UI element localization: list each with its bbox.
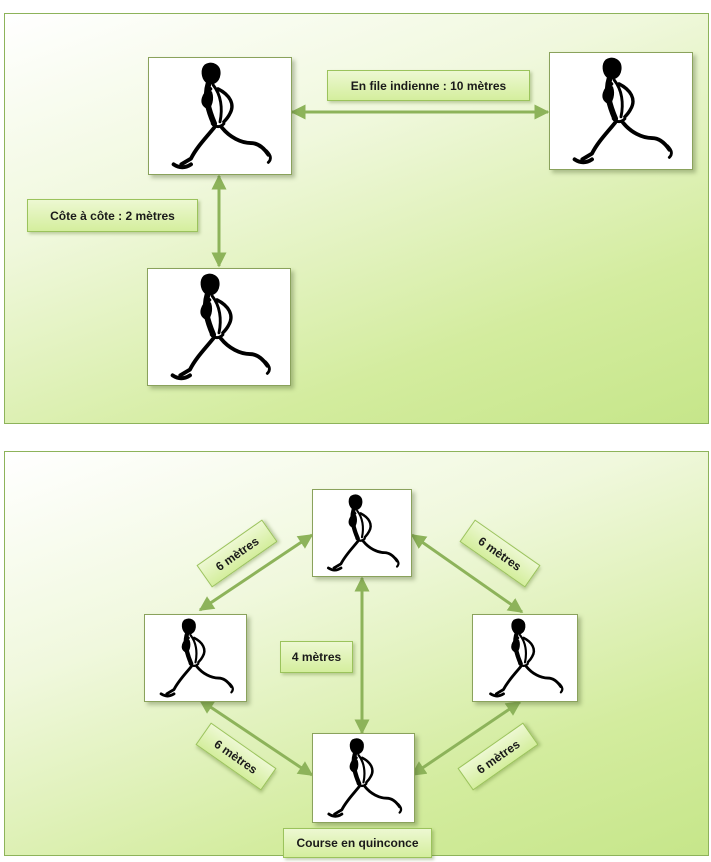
runner-card-left [144, 614, 247, 702]
runner-icon [313, 734, 414, 822]
runner-card-bottom-left [147, 268, 291, 386]
label-side-by-side: Côte à côte : 2 mètres [27, 199, 198, 232]
runner-icon [148, 269, 290, 385]
runner-card-right [472, 614, 578, 702]
runner-card-back [312, 733, 415, 823]
runner-card-top-left [148, 57, 292, 175]
runner-icon [149, 58, 291, 174]
runner-icon [550, 53, 692, 169]
label-single-file: En file indienne : 10 mètres [327, 70, 530, 101]
runner-icon [145, 615, 246, 701]
runner-card-top-right [549, 52, 693, 170]
runner-card-front [312, 489, 412, 577]
label-caption: Course en quinconce [283, 828, 432, 858]
label-center: 4 mètres [280, 641, 353, 673]
runner-icon [473, 615, 577, 701]
runner-icon [313, 490, 411, 576]
